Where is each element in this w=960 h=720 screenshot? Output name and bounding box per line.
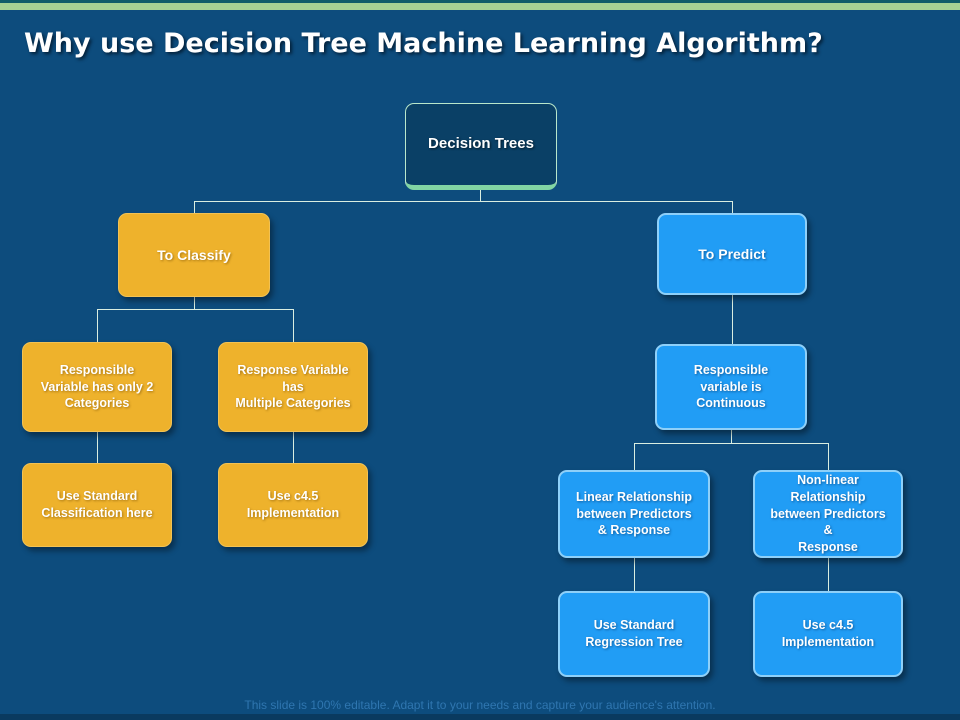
connector-to-respmult <box>293 309 294 342</box>
node-to-predict: To Predict <box>657 213 807 295</box>
connector-to-classify <box>194 201 195 213</box>
top-green-accent-bar <box>0 3 960 10</box>
connector-to-nonlinear <box>828 443 829 470</box>
connector-classify-drop <box>194 297 195 309</box>
top-teal-strip <box>0 0 960 3</box>
node-linear-relationship: Linear Relationship between Predictors &… <box>558 470 710 558</box>
node-responsible-variable-2-categories: Responsible Variable has only 2 Categori… <box>22 342 172 432</box>
page-title: Why use Decision Tree Machine Learning A… <box>24 28 823 59</box>
connector-resp2-to-stdclass <box>97 432 98 463</box>
connector-nonlinear-to-c45 <box>828 558 829 591</box>
node-nonlinear-relationship: Non-linear Relationship between Predicto… <box>753 470 903 558</box>
node-use-c45-implementation-predict: Use c4.5 Implementation <box>753 591 903 677</box>
connector-predict-horizontal <box>634 443 828 444</box>
editable-note: This slide is 100% editable. Adapt it to… <box>244 698 716 712</box>
connector-classify-horizontal <box>97 309 293 310</box>
node-use-standard-regression-tree: Use Standard Regression Tree <box>558 591 710 677</box>
connector-to-linear <box>634 443 635 470</box>
node-to-classify: To Classify <box>118 213 270 297</box>
node-response-variable-multiple-categories: Response Variable has Multiple Categorie… <box>218 342 368 432</box>
connector-to-resp2 <box>97 309 98 342</box>
connector-continuous-drop <box>731 430 732 443</box>
bottom-bar <box>0 714 960 720</box>
connector-root-drop <box>480 190 481 201</box>
connector-to-predict <box>732 201 733 213</box>
connector-respmult-to-c45 <box>293 432 294 463</box>
node-decision-trees: Decision Trees <box>405 103 557 190</box>
node-use-standard-classification: Use Standard Classification here <box>22 463 172 547</box>
connector-level1-horizontal <box>194 201 732 202</box>
node-responsible-variable-continuous: Responsible variable is Continuous <box>655 344 807 430</box>
node-use-c45-implementation-classify: Use c4.5 Implementation <box>218 463 368 547</box>
connector-predict-to-continuous <box>732 295 733 344</box>
connector-linear-to-stdregr <box>634 558 635 591</box>
